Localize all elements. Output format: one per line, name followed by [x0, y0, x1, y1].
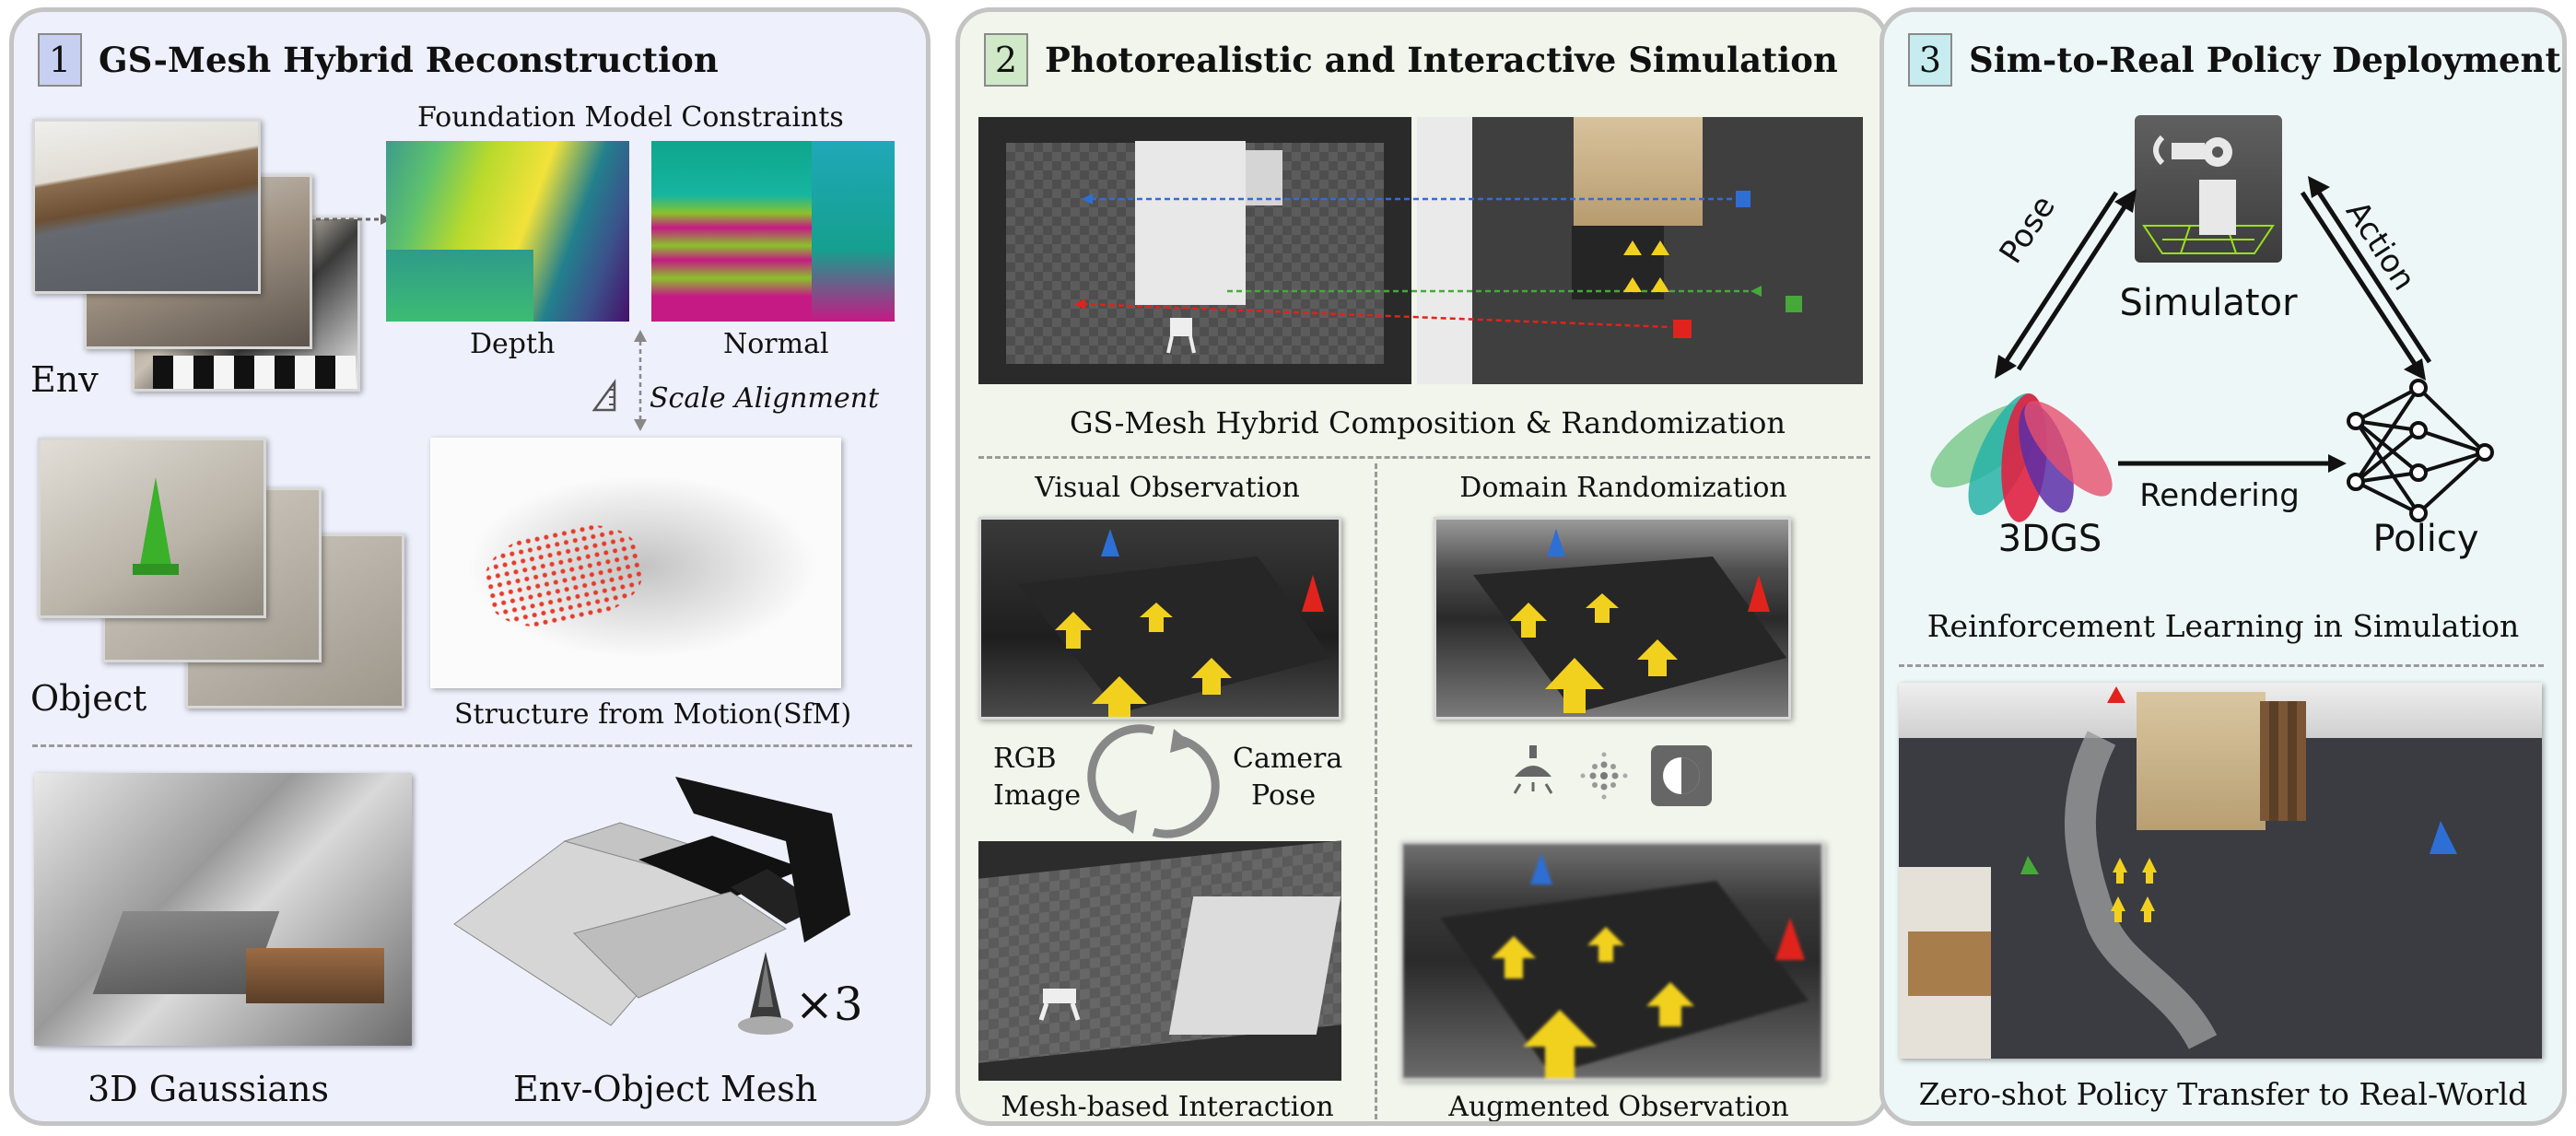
robot-dog-sim-icon: [1038, 989, 1081, 1021]
depth-label: Depth: [470, 328, 556, 360]
normal-map: [651, 141, 895, 322]
robot-dog-icon: [1166, 318, 1196, 354]
gs-label: 3DGS: [1997, 518, 2102, 560]
panel3-title: Sim-to-Real Policy Deployment: [1969, 40, 2561, 80]
object-label: Object: [30, 678, 147, 719]
augmented-observation-image: [1400, 841, 1824, 1081]
rgb-label-2: Image: [993, 779, 1082, 812]
panel2-number: 2: [984, 33, 1028, 87]
camera-label-1: Camera: [1233, 743, 1343, 775]
sim-top-view: [978, 117, 1411, 384]
gaussians-render: [34, 773, 412, 1046]
ruler-triangle-icon: [591, 379, 616, 412]
cone-object-icon: [133, 477, 179, 575]
object-photo-1: [38, 438, 266, 618]
domain-rand-image: [1434, 517, 1791, 720]
mesh-interaction-image: [978, 840, 1341, 1081]
sfm-point-cloud: [430, 438, 841, 688]
panel2-divider-h: [978, 456, 1870, 459]
env-photo-1: [32, 119, 261, 294]
cycle-arrows-icon: [1087, 724, 1220, 838]
panel-simulation: 2 Photorealistic and Interactive Simulat…: [955, 7, 1889, 1126]
panel2-header: 2 Photorealistic and Interactive Simulat…: [984, 32, 1838, 88]
robot-arm-icon: [2142, 135, 2275, 254]
depth-map: [386, 141, 629, 322]
panel3-divider: [1899, 664, 2544, 667]
visual-observation-image: [978, 517, 1341, 720]
real-world-trajectory: [1899, 683, 2542, 1059]
rgb-label-1: RGB: [993, 743, 1057, 775]
constraints-label: Foundation Model Constraints: [417, 101, 844, 134]
transfer-label: Zero-shot Policy Transfer to Real-World: [1918, 1076, 2528, 1112]
mesh-interaction-label: Mesh-based Interaction: [1001, 1091, 1334, 1123]
trajectory-overlay: [2020, 686, 2457, 1050]
mesh-label: Env-Object Mesh: [513, 1069, 818, 1109]
simulator-icon: [2135, 115, 2282, 263]
env-to-depth-arrow: [316, 214, 392, 225]
panel1-divider: [32, 744, 912, 747]
composition-arrows: [1074, 191, 1802, 338]
panel1-header: 1 GS-Mesh Hybrid Reconstruction: [38, 32, 719, 88]
rl-label: Reinforcement Learning in Simulation: [1926, 608, 2520, 644]
camera-label-2: Pose: [1251, 779, 1317, 812]
noise-icon: [1580, 752, 1628, 800]
domain-rand-arrows: [1473, 529, 1786, 713]
visual-obs-label: Visual Observation: [1035, 472, 1300, 504]
gaussians-label: 3D Gaussians: [88, 1069, 329, 1109]
times-three-label: ×3: [795, 978, 863, 1031]
cone-mesh-icon: [738, 952, 793, 1035]
simulator-label: Simulator: [2119, 282, 2298, 324]
panel1-title: GS-Mesh Hybrid Reconstruction: [99, 40, 719, 80]
sfm-label: Structure from Motion(SfM): [454, 698, 852, 731]
real-top-view: [1417, 117, 1863, 384]
augmented-arrows: [1440, 853, 1809, 1078]
normal-label: Normal: [723, 328, 829, 360]
policy-network-icon: [2347, 379, 2494, 522]
panel-deployment: 3 Sim-to-Real Policy Deployment Simulato…: [1879, 7, 2567, 1126]
rl-loop-arrows: [1995, 176, 2432, 473]
augmented-label: Augmented Observation: [1448, 1091, 1789, 1123]
panel3-header: 3 Sim-to-Real Policy Deployment: [1908, 32, 2561, 88]
panel2-divider-v: [1375, 463, 1377, 1119]
panel3-number: 3: [1908, 33, 1952, 87]
env-object-mesh: [453, 777, 850, 1026]
panel1-number: 1: [38, 33, 82, 87]
lamp-icon: [1513, 745, 1553, 794]
contrast-icon: [1651, 745, 1712, 806]
policy-label: Policy: [2372, 518, 2479, 560]
rendering-label: Rendering: [2139, 477, 2300, 514]
panel-reconstruction: 1 GS-Mesh Hybrid Reconstruction Env Foun…: [9, 7, 931, 1126]
gaussian-splats-icon: [1930, 392, 2113, 522]
scale-alignment-arrow: [634, 330, 647, 431]
panel2-title: Photorealistic and Interactive Simulatio…: [1045, 40, 1838, 80]
scale-alignment-label: Scale Alignment: [650, 382, 880, 415]
env-label: Env: [30, 359, 99, 400]
domain-rand-label: Domain Randomization: [1459, 472, 1787, 504]
visual-obs-arrows: [1018, 529, 1331, 717]
composition-label: GS-Mesh Hybrid Composition & Randomizati…: [1069, 405, 1786, 440]
